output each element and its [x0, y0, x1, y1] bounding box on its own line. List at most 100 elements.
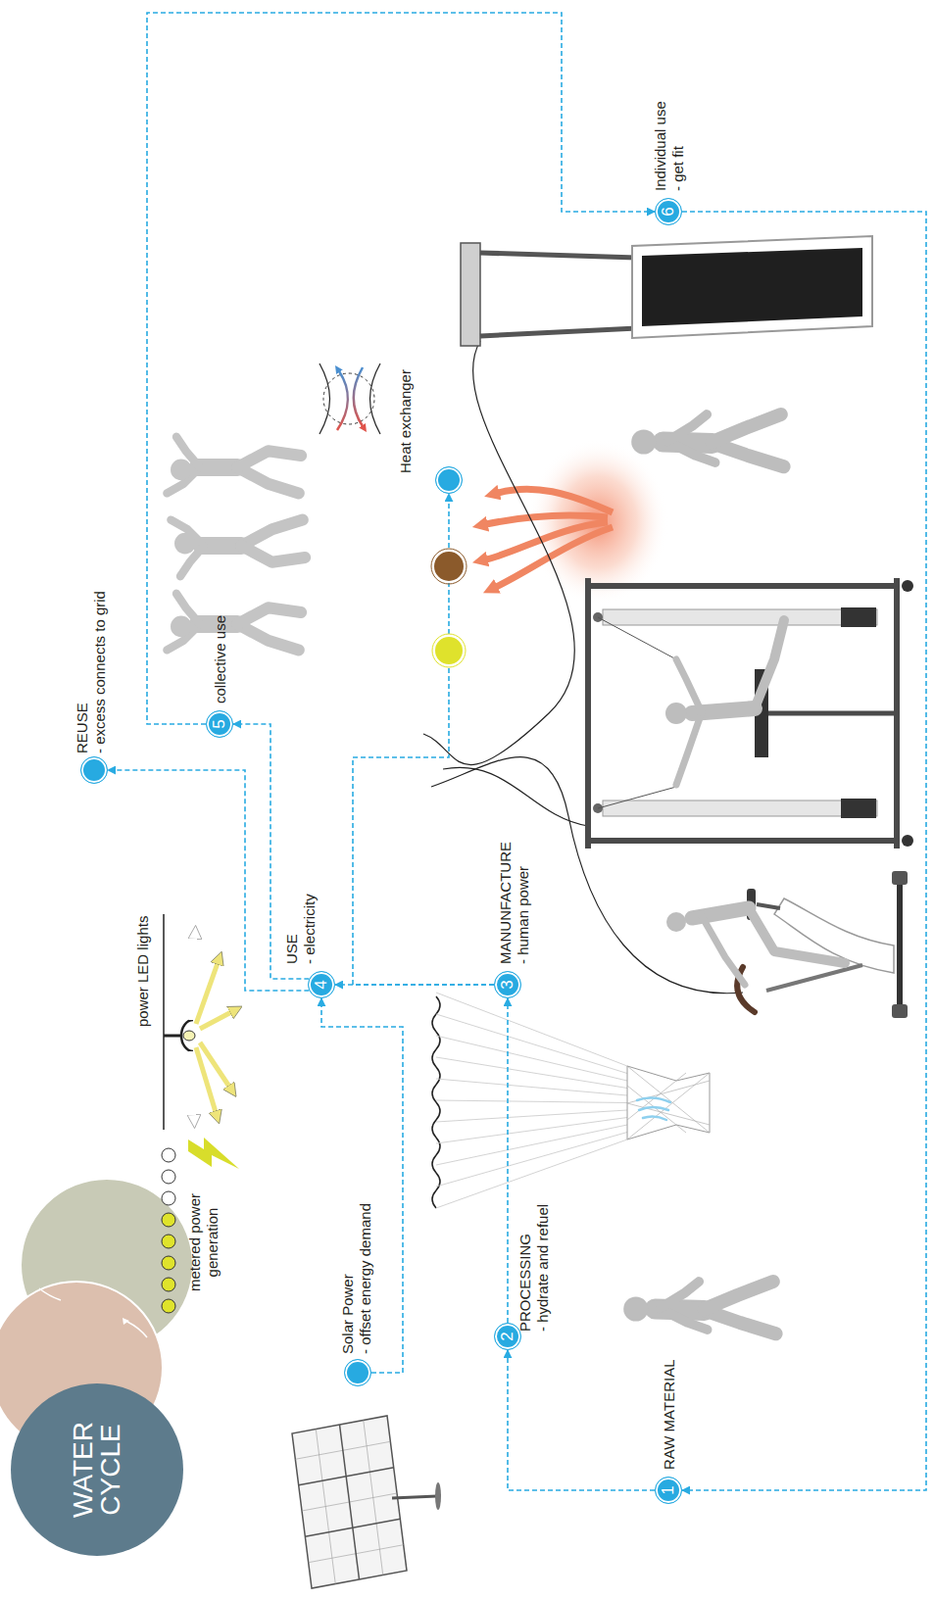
source-circle: Solar Power- offset energy demand: [344, 1359, 372, 1387]
water-fountain: [436, 1139, 628, 1209]
exercise-bike: [666, 871, 908, 1019]
water-fountain: [436, 1100, 628, 1104]
step-circle: 3MANUNFACTURE- human power: [493, 971, 522, 999]
flow-connector: [147, 12, 655, 725]
node-heading: Solar Power: [339, 1274, 357, 1355]
treadmill: [641, 247, 863, 327]
water-fountain: [627, 1066, 710, 1133]
person-figures: [170, 520, 305, 578]
water-fountain: [436, 992, 628, 1067]
meter-label: metered power generation: [186, 1183, 222, 1302]
water-fountain: [627, 1073, 687, 1121]
treadmill: [460, 236, 873, 467]
heat-exchanger-symbol: [353, 367, 363, 427]
heat-plume: [497, 489, 613, 513]
cable-machine: [602, 609, 878, 626]
exercise-bike: [666, 912, 687, 933]
person-figures: [166, 437, 776, 1334]
step-circle: 5collective use: [205, 710, 234, 738]
cycle-circles: [122, 1318, 130, 1326]
solar-panel: [435, 1482, 442, 1511]
solar-panel: [392, 1496, 438, 1499]
person-figures: [623, 1281, 776, 1334]
exercise-bike: [896, 875, 903, 1013]
solar-panel: [292, 1416, 407, 1589]
node-number: 3: [497, 980, 518, 989]
solar-panel: [298, 1425, 401, 1580]
node-heading: USE: [283, 934, 301, 965]
node-heading: PROCESSING: [516, 1233, 535, 1332]
treadmill: [480, 328, 638, 337]
led-lamp: [163, 1034, 183, 1038]
person-figures: [166, 437, 301, 494]
cable-machine: [588, 583, 897, 590]
solar-panel: [315, 1429, 336, 1585]
flow-dots: [434, 636, 464, 666]
exercise-bike: [748, 908, 845, 964]
treadmill: [460, 243, 481, 346]
node-number: 1: [658, 1485, 679, 1495]
led-lamp: [162, 914, 165, 1131]
node-heading: MANUNFACTURE: [496, 841, 515, 965]
node-note: - offset energy demand: [356, 1203, 375, 1355]
cable-machine: [585, 581, 591, 846]
node-note: - get fit: [669, 146, 688, 192]
cycle-circles: [127, 1322, 148, 1338]
exercise-bike: [701, 916, 745, 985]
solar-panel: [363, 1421, 384, 1576]
heat-exchanger-symbol: [370, 363, 382, 435]
cable-machine: [665, 702, 688, 725]
water-fountain: [436, 1057, 628, 1089]
flow-connector: [507, 1350, 655, 1491]
led-lamp: [163, 914, 232, 1131]
node-heading: REUSE: [73, 702, 92, 754]
heat-plume: [486, 522, 608, 560]
power-meter: [161, 1213, 176, 1228]
person-figures: [166, 593, 301, 651]
cable-machine: [901, 835, 914, 847]
output-circle: Heat exchanger: [435, 466, 463, 494]
power-meter: [161, 1278, 176, 1292]
led-lamp: [196, 1047, 216, 1113]
water-fountain: [436, 992, 628, 1209]
node-heading: RAW MATERIAL: [660, 1359, 679, 1471]
cable-machine: [840, 798, 877, 819]
node-note: - excess connects to grid: [91, 590, 109, 754]
node-number: 2: [497, 1331, 518, 1341]
water-fountain: [432, 996, 441, 1209]
cable-machine: [597, 786, 677, 809]
cable-machine: [588, 581, 897, 846]
node-heading: Individual use: [651, 100, 670, 192]
flow-connector: [506, 998, 509, 1324]
flow-connector: [352, 493, 494, 985]
power-meter: [161, 1170, 176, 1184]
water-fountain: [627, 1085, 687, 1133]
cable-machine: [901, 580, 914, 592]
heat-exchanger-symbol: [319, 363, 381, 435]
water-fountain: [436, 1110, 628, 1123]
water-fountain: [436, 1035, 628, 1082]
water-fountain: [436, 1118, 628, 1145]
node-note: - hydrate and refuel: [534, 1204, 552, 1332]
cable-machine: [840, 607, 877, 628]
solar-panel: [340, 1425, 360, 1580]
cycle-circle: WATER CYCLE: [10, 1383, 184, 1557]
node-note: - electricity: [300, 893, 319, 965]
power-meter: [188, 1137, 240, 1170]
cable-machine: [754, 620, 785, 709]
exercise-bike: [891, 871, 908, 885]
node-number: 5: [209, 719, 230, 729]
led-lamp: [191, 1051, 195, 1117]
output-circle: REUSE- excess connects to grid: [80, 756, 108, 785]
exercise-bike: [691, 908, 845, 985]
node-number: 4: [311, 980, 332, 989]
water-fountain: [627, 1073, 710, 1140]
cable-machine: [602, 800, 878, 817]
node-heading: collective use: [211, 615, 230, 704]
led-lamp: [199, 1042, 230, 1087]
power-cables: [423, 341, 575, 766]
